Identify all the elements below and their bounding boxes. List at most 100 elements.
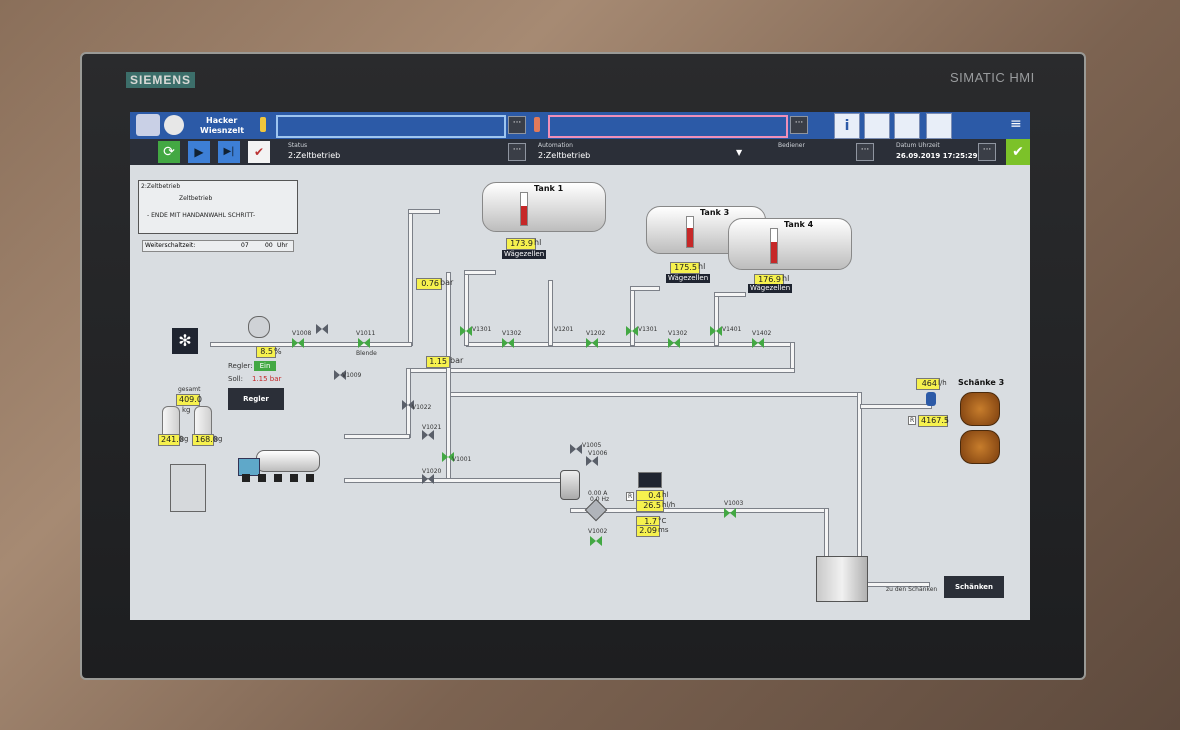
refresh-button[interactable]: ⟳	[158, 141, 180, 163]
pipe-main-vertical	[408, 210, 413, 346]
hz-value: 0.0 Hz	[590, 496, 610, 503]
chevron-down-icon[interactable]: ▼	[736, 148, 743, 157]
pipe-tank3-across	[630, 286, 660, 291]
regler-button[interactable]: Regler	[228, 388, 284, 410]
message-field-2[interactable]	[548, 115, 788, 138]
tank-4-name: Tank 4	[784, 220, 814, 229]
valve-v1302b[interactable]	[668, 338, 680, 348]
trend-icon[interactable]	[926, 113, 952, 139]
valve-v1202[interactable]	[586, 338, 598, 348]
regler-state[interactable]: Ein	[254, 361, 276, 371]
hmi-screen: Hacker Wiesnzelt ··· ··· i ≡ ⟳ ▶ ▶| ✔ St…	[130, 112, 1030, 620]
barrel-upper-icon[interactable]	[960, 392, 1000, 426]
flow1-unit: hl	[662, 491, 669, 499]
pipe-to-schanke	[446, 392, 860, 397]
regulator-percent-unit: %	[274, 347, 282, 356]
play-button[interactable]: ▶	[188, 141, 210, 163]
valve-v1003[interactable]	[724, 508, 736, 518]
truck-tank	[256, 450, 320, 472]
valve-v1009-label: V1009	[342, 372, 362, 379]
pipe-top-horizontal	[408, 209, 440, 214]
regler-label: Regler:	[228, 362, 253, 370]
fan-icon[interactable]: ✻	[172, 328, 198, 354]
valve-v1002-label: V1002	[588, 528, 608, 535]
tank-1-value: 173.9	[506, 238, 536, 250]
control-valve-icon[interactable]	[248, 316, 270, 338]
barrel-lower-icon[interactable]	[960, 430, 1000, 464]
pipe-measure-down	[824, 508, 829, 562]
left-bottle-value: 241.0	[158, 434, 184, 446]
valve-v1302[interactable]	[502, 338, 514, 348]
status-more-button[interactable]: ···	[508, 143, 526, 161]
pressure-2-value: 1.15	[426, 356, 450, 368]
schanke-button[interactable]: Schänken	[944, 576, 1004, 598]
pipe-truck-line	[344, 478, 572, 483]
pipe-return-line	[406, 368, 795, 373]
tank-3-level-bar	[686, 216, 694, 248]
tank-1[interactable]	[482, 182, 606, 232]
amp-value: 0.00 A	[588, 490, 608, 497]
total-value: 409.0	[176, 394, 202, 406]
location-line2: Wiesnzelt	[200, 126, 245, 135]
valve-v1001[interactable]	[442, 452, 454, 462]
gas-bottle-right[interactable]	[194, 406, 212, 436]
beer-icon[interactable]	[894, 113, 920, 139]
flow2-value: 26.5	[636, 500, 664, 512]
flow2-unit: hl/h	[662, 501, 676, 509]
pressure-1-value: 0.76	[416, 278, 442, 290]
valve-v1002[interactable]	[590, 536, 602, 546]
location-line1: Hacker	[206, 116, 238, 125]
message-field-1[interactable]	[276, 115, 506, 138]
collector-vessel-icon[interactable]	[816, 556, 868, 602]
checklist-icon[interactable]: ✔	[248, 141, 270, 163]
valve-v1003-label: V1003	[724, 500, 744, 507]
tank-3-level-fill	[687, 228, 693, 247]
temp-unit: °C	[658, 517, 667, 525]
valve-v1302-label: V1302	[502, 330, 522, 337]
automation-select[interactable]: 2:Zeltbetrieb	[538, 151, 591, 160]
total-unit: kg	[182, 406, 191, 414]
step-subtitle: Zeltbetrieb	[179, 195, 213, 202]
valve-v1005[interactable]	[570, 444, 582, 454]
ok-check-icon[interactable]: ✔	[1006, 139, 1030, 165]
tanks-overview-icon[interactable]	[864, 113, 890, 139]
hamburger-icon[interactable]: ≡	[1010, 116, 1022, 132]
valve-v1011-upper[interactable]	[316, 324, 328, 334]
valve-v1020[interactable]	[422, 474, 434, 484]
filter-vessel-icon[interactable]	[560, 470, 580, 500]
emblem-logo	[136, 114, 160, 136]
more-button-1[interactable]: ···	[508, 116, 526, 134]
valve-v1402[interactable]	[752, 338, 764, 348]
operator-more-button[interactable]: ···	[856, 143, 874, 161]
tap-handle-icon[interactable]	[926, 392, 936, 406]
valve-v1021[interactable]	[422, 430, 434, 440]
soll-label: Soll:	[228, 375, 243, 383]
valve-v1301b-label: V1301	[638, 326, 658, 333]
right-bottle-unit: kg	[214, 435, 223, 443]
valve-v1022[interactable]	[402, 400, 414, 410]
valve-v1201-label: V1201	[554, 326, 574, 333]
valve-v1011[interactable]	[358, 338, 370, 348]
valve-v1301-label: V1301	[472, 326, 492, 333]
more-button-2[interactable]: ···	[790, 116, 808, 134]
valve-v1022-label: V1022	[412, 404, 432, 411]
step-button[interactable]: ▶|	[218, 141, 240, 163]
datetime-more-button[interactable]: ···	[978, 143, 996, 161]
flowmeter-display-icon[interactable]	[638, 472, 662, 488]
valve-v1401[interactable]	[710, 326, 722, 336]
valve-v1301[interactable]	[460, 326, 472, 336]
valve-v1008[interactable]	[292, 338, 304, 348]
valve-v1009[interactable]	[334, 370, 346, 380]
tank-4-level-bar	[770, 228, 778, 264]
tank-truck-icon[interactable]	[238, 448, 320, 484]
gas-bottle-left[interactable]	[162, 406, 180, 436]
tank-4[interactable]	[728, 218, 852, 270]
valve-v1006[interactable]	[586, 456, 598, 466]
pipe-regulator-line	[210, 342, 412, 347]
valve-v1001-label: V1001	[452, 456, 472, 463]
pipe-to-schanke-down	[857, 392, 862, 562]
valve-v1006-label: V1006	[588, 450, 608, 457]
info-icon[interactable]: i	[834, 113, 860, 139]
valve-v1301b[interactable]	[626, 326, 638, 336]
control-cabinet-icon[interactable]	[170, 464, 206, 512]
